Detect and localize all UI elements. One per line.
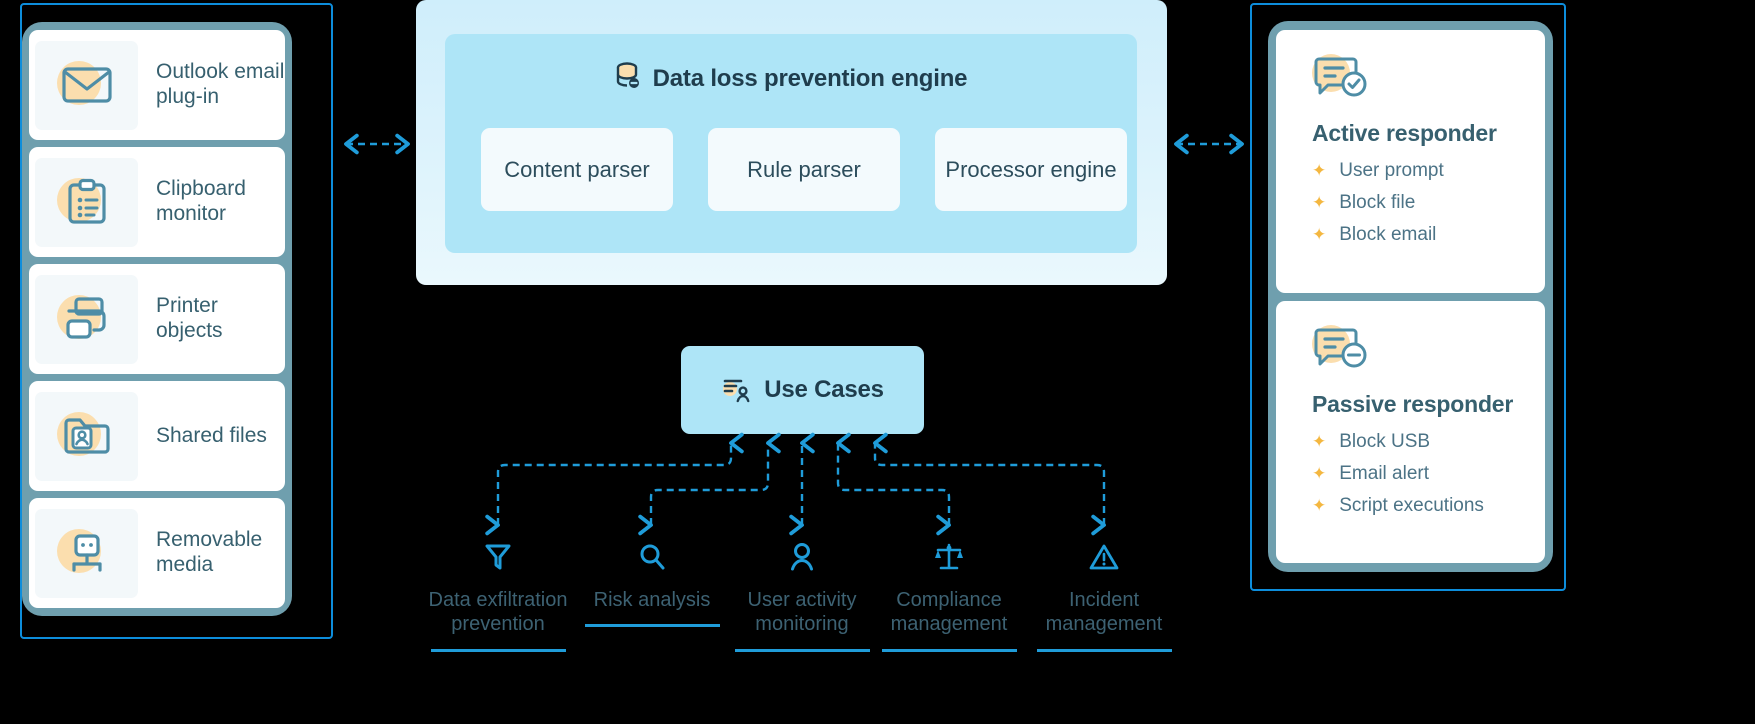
use-case-item[interactable]: Compliance management (854, 540, 1044, 652)
warning-triangle-icon (1009, 540, 1199, 574)
envelope-icon (35, 40, 138, 130)
list-item: ✦ Email alert (1312, 464, 1545, 483)
list-item-label: Email alert (1339, 462, 1429, 484)
sparkle-icon: ✦ (1312, 495, 1327, 515)
user-icon (707, 540, 897, 574)
chat-minus-icon (1312, 324, 1370, 375)
use-case-underline (1036, 648, 1172, 652)
list-item-label: Block file (1339, 192, 1416, 213)
use-case-underline (430, 648, 566, 652)
sparkle-icon: ✦ (1312, 431, 1327, 451)
usb-drive-icon (35, 508, 138, 598)
dlp-engine-header: Data loss prevention engine (445, 62, 1137, 95)
responder-card[interactable]: Active responder ✦ User prompt ✦ Block fil… (1276, 30, 1545, 293)
user-list-icon (721, 373, 751, 408)
content-parser-box[interactable]: Content parser (481, 128, 673, 211)
responder-actions-list: ✦ Block USB ✦ Email alert ✦ Script executio… (1312, 432, 1545, 515)
responder-title: Active responder (1312, 120, 1497, 146)
use-case-connectors (485, 432, 1106, 536)
shared-folder-icon (35, 391, 138, 481)
source-label: Removable media (156, 528, 263, 576)
list-item-label: Script executions (1339, 494, 1484, 516)
rule-parser-box[interactable]: Rule parser (708, 128, 900, 211)
dlp-engine-panel: Data loss prevention engine Content pars… (416, 0, 1167, 285)
list-item-label: Block email (1339, 224, 1437, 245)
source-card[interactable]: Printer objects (29, 264, 285, 374)
responder-actions-list: ✦ User prompt ✦ Block file ✦ Block email (1312, 161, 1545, 244)
use-case-item[interactable]: User activity monitoring (707, 540, 897, 652)
data-sources-panel-outline (20, 3, 333, 639)
use-case-label: Risk analysis (593, 589, 711, 611)
parser-row: Content parser Rule parser Processor eng… (481, 128, 1127, 211)
source-card[interactable]: Removable media (29, 498, 285, 608)
responder-card[interactable]: Passive responder ✦ Block USB ✦ Email aler… (1276, 300, 1545, 563)
sparkle-icon: ✦ (1312, 463, 1327, 483)
data-sources-stack: Outlook email plug-in Clipboard monitor (22, 22, 292, 616)
list-item: ✦ Script executions (1312, 496, 1545, 515)
dlp-engine-inner: Data loss prevention engine Content pars… (445, 34, 1137, 253)
use-case-underline (584, 624, 720, 628)
source-card[interactable]: Outlook email plug-in (29, 30, 285, 140)
magnifier-icon (557, 540, 747, 574)
use-case-item[interactable]: Incident management (1009, 540, 1199, 652)
list-item: ✦ User prompt (1312, 161, 1545, 180)
list-item-label: User prompt (1339, 160, 1444, 181)
use-case-label: Compliance management (890, 589, 1008, 636)
sparkle-icon: ✦ (1312, 193, 1327, 212)
source-label: Outlook email plug-in (156, 60, 285, 108)
list-item: ✦ Block file (1312, 193, 1545, 212)
use-cases-box[interactable]: Use Cases (681, 346, 924, 434)
sparkle-icon: ✦ (1312, 225, 1327, 244)
database-icon (615, 62, 641, 95)
dlp-engine-title: Data loss prevention engine (652, 64, 968, 92)
sparkle-icon: ✦ (1312, 161, 1327, 180)
source-label: Shared files (156, 423, 267, 447)
use-case-item[interactable]: Data exfiltration prevention (403, 540, 593, 652)
source-label: Printer objects (156, 294, 223, 342)
source-card[interactable]: Clipboard monitor (29, 147, 285, 257)
use-case-underline (734, 648, 870, 652)
processor-engine-box[interactable]: Processor engine (935, 128, 1127, 211)
source-label: Clipboard monitor (156, 177, 246, 225)
scales-icon (854, 540, 1044, 574)
responders-stack: Active responder ✦ User prompt ✦ Block fil… (1268, 21, 1553, 572)
use-case-label: User activity monitoring (747, 589, 857, 636)
funnel-icon (403, 540, 593, 574)
printer-icon (35, 274, 138, 364)
use-case-label: Incident management (1045, 589, 1163, 636)
list-item: ✦ Block email (1312, 225, 1545, 244)
use-case-item[interactable]: Risk analysis (557, 540, 747, 628)
use-cases-title: Use Cases (764, 376, 884, 403)
clipboard-icon (35, 157, 138, 247)
list-item: ✦ Block USB (1312, 432, 1545, 451)
list-item-label: Block USB (1339, 430, 1431, 452)
use-case-underline (881, 648, 1017, 652)
responders-panel-outline (1250, 3, 1566, 591)
chat-check-icon (1312, 54, 1370, 104)
responder-title: Passive responder (1312, 390, 1514, 417)
source-card[interactable]: Shared files (29, 381, 285, 491)
use-case-label: Data exfiltration prevention (428, 589, 568, 636)
